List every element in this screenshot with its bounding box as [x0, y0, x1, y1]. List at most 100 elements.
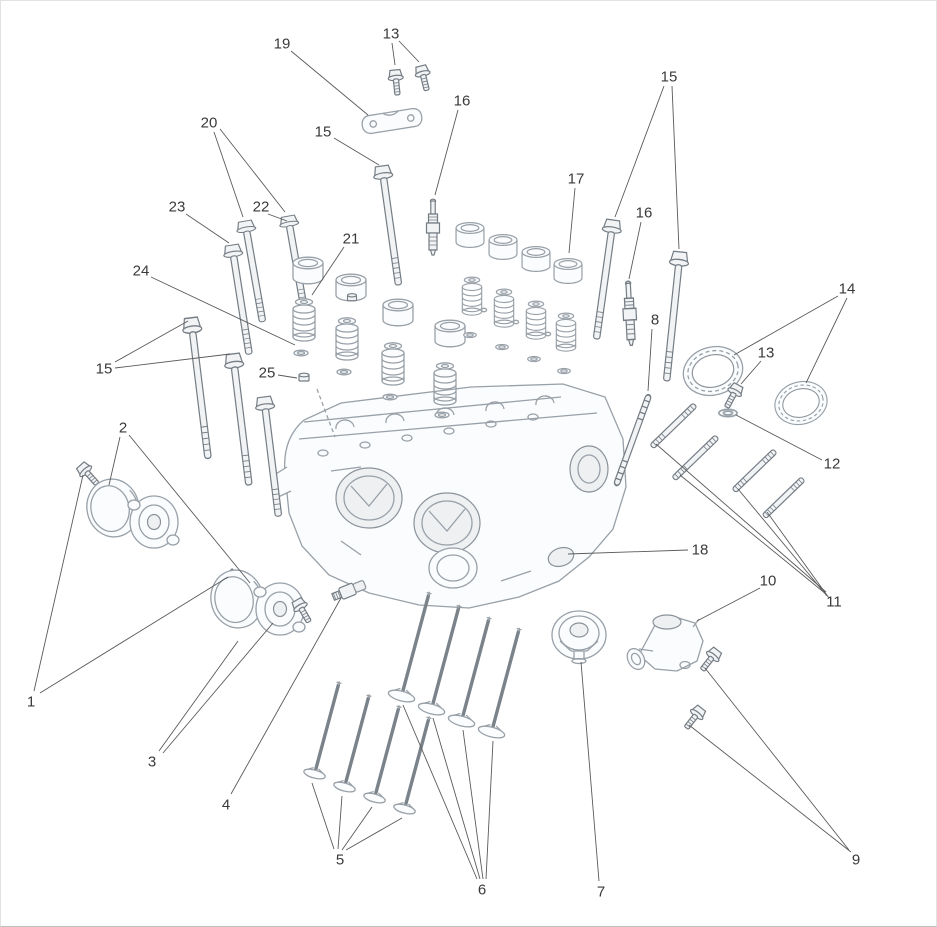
callout-15-top: 15 — [315, 123, 332, 140]
exhaust-valves — [301, 676, 442, 818]
valve-small-4 — [391, 711, 442, 818]
head-bolt-left-4 — [180, 315, 219, 461]
leader-line-13-right — [740, 360, 762, 385]
retainer — [435, 362, 455, 370]
bucket-a3 — [382, 298, 414, 327]
leader-line-11 — [737, 488, 828, 597]
callout-22: 22 — [253, 198, 270, 215]
retainer — [557, 312, 575, 320]
callout-2: 2 — [119, 419, 127, 436]
callout-23: 23 — [169, 198, 186, 215]
leader-line-15-left — [114, 353, 231, 369]
callout-25: 25 — [259, 364, 276, 381]
gasket-ring-2 — [769, 375, 833, 431]
leader-line-13-top — [398, 40, 420, 63]
leader-line-15-top — [333, 137, 380, 166]
valve-spring — [381, 348, 405, 386]
leader-line-6 — [462, 729, 484, 880]
callout-11: 11 — [826, 593, 842, 610]
head-bolt-top — [371, 164, 409, 287]
callout-15-right: 15 — [661, 68, 678, 85]
cover-housing-1 — [127, 495, 180, 549]
leader-line-15-left — [114, 320, 189, 363]
retainer — [495, 288, 513, 296]
callout-3: 3 — [148, 753, 156, 770]
spring-seat — [382, 393, 398, 401]
leader-line-6 — [432, 717, 481, 880]
callout-15-left: 15 — [96, 360, 113, 377]
valve-large-3 — [445, 611, 505, 731]
leader-line-21 — [311, 246, 345, 296]
leader-lines-layer — [33, 40, 852, 882]
retainer — [337, 317, 357, 325]
side-pocket — [569, 445, 609, 493]
leader-line-5 — [337, 795, 343, 850]
bucket-a1 — [292, 256, 324, 285]
valve-spring — [525, 306, 547, 340]
spring-seat — [434, 411, 450, 419]
intake-port-2 — [413, 492, 481, 554]
leader-line-6 — [402, 704, 478, 880]
leader-line-6 — [485, 740, 494, 880]
head-bolt-left-5 — [222, 352, 260, 487]
valve-keeper — [480, 307, 488, 313]
callout-12: 12 — [824, 455, 841, 472]
flange-bolt-top-2 — [412, 63, 435, 93]
leader-line-9 — [704, 667, 850, 851]
valve-spring — [335, 323, 359, 361]
valve-spring — [555, 318, 577, 352]
intake-port-1 — [335, 467, 403, 529]
stud-3 — [731, 448, 778, 494]
valve-large-4 — [475, 622, 535, 742]
valve-spring — [461, 282, 483, 316]
valve-spring — [292, 304, 316, 342]
leader-line-15-right — [671, 85, 680, 250]
retainer — [463, 276, 481, 284]
small-parts — [293, 293, 571, 419]
head-bolt-right-1 — [586, 218, 624, 341]
leader-line-11 — [655, 443, 827, 593]
leader-line-11 — [766, 511, 830, 599]
leader-line-20 — [219, 128, 286, 213]
leader-line-3 — [158, 640, 239, 752]
valve-small-2 — [331, 689, 382, 796]
callout-1: 1 — [27, 693, 35, 710]
callout-10: 10 — [760, 572, 777, 589]
leader-line-9 — [688, 724, 852, 853]
leader-line-16-right — [628, 221, 642, 280]
spring-seat — [463, 331, 477, 339]
head-bolt-left-6 — [253, 395, 289, 518]
callout-13-top: 13 — [383, 25, 400, 42]
retainer — [294, 298, 314, 306]
intake-valves — [385, 586, 535, 742]
bucket-b1 — [455, 222, 485, 248]
spark-plug-right — [620, 280, 639, 347]
spring-seat — [495, 343, 509, 351]
valve-small-3 — [361, 700, 412, 807]
leader-line-2 — [108, 436, 121, 486]
cylinder-head-body — [270, 383, 627, 609]
leader-line-7 — [580, 661, 600, 882]
leader-line-11 — [679, 474, 827, 595]
leader-line-17 — [568, 187, 576, 254]
spark-plug-left — [425, 198, 441, 256]
stud-2 — [671, 434, 720, 482]
valve-small-1 — [301, 676, 352, 783]
callout-19: 19 — [274, 35, 291, 52]
leader-line-5 — [311, 782, 335, 850]
callout-8: 8 — [651, 311, 659, 328]
callout-4: 4 — [222, 796, 230, 813]
callout-16-right: 16 — [636, 204, 653, 221]
valve-keeper — [544, 331, 552, 337]
water-outlet — [626, 614, 704, 672]
leader-line-24 — [150, 276, 296, 346]
leader-line-18 — [567, 549, 689, 555]
bucket-b3 — [521, 246, 551, 272]
bucket-b2 — [488, 234, 518, 260]
leader-line-10 — [696, 587, 761, 622]
spring-seat — [527, 355, 541, 363]
leader-line-20 — [213, 131, 244, 218]
callout-24: 24 — [133, 262, 150, 279]
